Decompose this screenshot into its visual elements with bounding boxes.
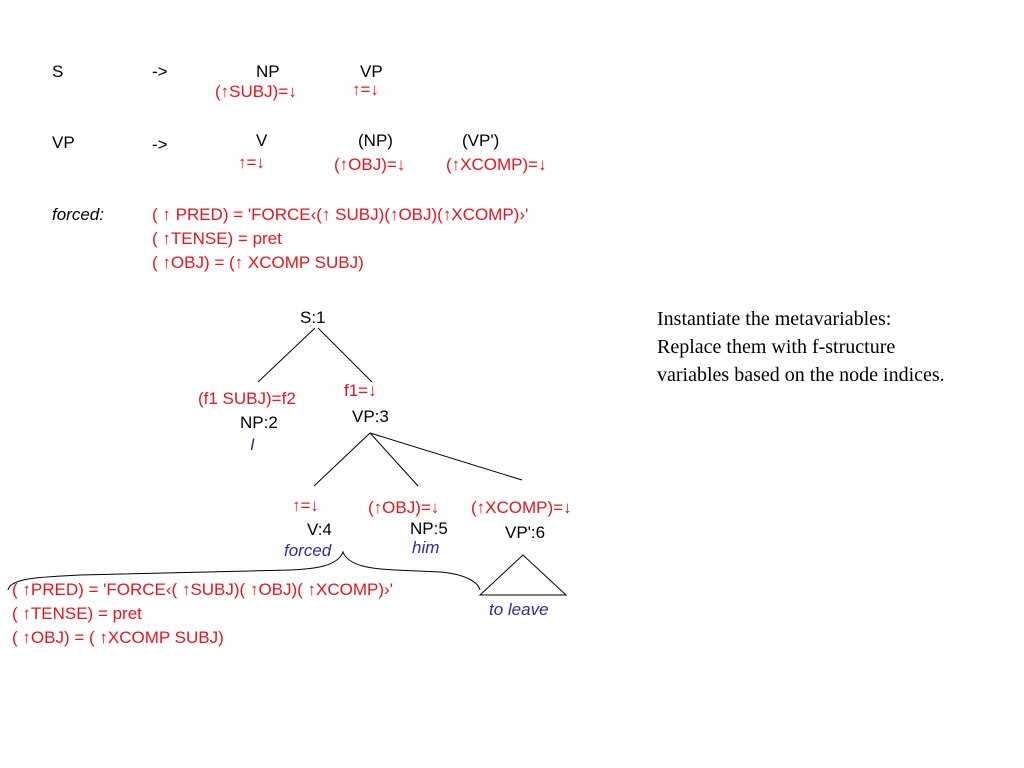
lexicon-brace (7, 550, 481, 591)
branch-s-vp (317, 327, 373, 383)
branch-vp-v (313, 432, 371, 487)
node-xcomp: VP':6 (505, 523, 546, 542)
lexicon-word: forced: (52, 205, 104, 224)
rule1-vp: VP (360, 62, 383, 81)
lexicon-line-pred: ( ↑ PRED) = 'FORCE‹(↑ SUBJ)(↑OBJ)(↑XCOMP… (152, 205, 529, 224)
rule1-np: NP (256, 62, 280, 81)
node-vp: VP:3 (352, 407, 389, 426)
node-vp-annotation: f1=↓ (344, 381, 377, 400)
rule1-arrow: -> (152, 62, 168, 81)
branch-vp-vpprime (369, 432, 523, 481)
rule2-v: V (256, 131, 268, 150)
node-v: V:4 (307, 520, 332, 539)
lexicon-line-tense: ( ↑TENSE) = pret (152, 229, 282, 248)
rule1-vp-annotation: ↑=↓ (352, 80, 379, 99)
rule2-vpprime: (VP') (462, 131, 500, 150)
rule2-np: (NP) (358, 131, 393, 150)
rule1-np-annotation: (↑SUBJ)=↓ (215, 82, 297, 101)
word-him: him (412, 538, 440, 557)
instruction-line-2: Replace them with f-structure (657, 336, 896, 358)
node-s: S:1 (300, 308, 326, 327)
instruction-line-1: Instantiate the metavariables: (657, 308, 892, 330)
vpprime-triangle (478, 554, 568, 596)
node-xcomp-annotation: (↑XCOMP)=↓ (471, 498, 572, 517)
node-np: NP:2 (240, 413, 278, 432)
branch-s-np (257, 327, 316, 383)
bottom-lexicon-pred: ( ↑PRED) = 'FORCE‹( ↑SUBJ)( ↑OBJ)( ↑XCOM… (12, 580, 393, 599)
rule2-np-annotation: (↑OBJ)=↓ (334, 155, 406, 174)
bottom-lexicon-tense: ( ↑TENSE) = pret (12, 604, 142, 623)
rule2-v-annotation: ↑=↓ (238, 153, 265, 172)
rule2-arrow: -> (152, 135, 168, 154)
rule1-lhs: S (52, 62, 64, 81)
word-forced: forced (284, 541, 332, 560)
word-i: I (250, 435, 255, 454)
lexicon-line-obj: ( ↑OBJ) = (↑ XCOMP SUBJ) (152, 253, 364, 272)
node-obj: NP:5 (410, 519, 448, 538)
bottom-lexicon-obj: ( ↑OBJ) = ( ↑XCOMP SUBJ) (12, 628, 224, 647)
node-np-annotation: (f1 SUBJ)=f2 (198, 389, 296, 408)
rule2-lhs: VP (52, 133, 75, 152)
rule2-vpprime-annotation: (↑XCOMP)=↓ (446, 155, 547, 174)
instruction-line-3: variables based on the node indices. (657, 364, 945, 386)
node-obj-annotation: (↑OBJ)=↓ (368, 498, 440, 517)
node-v-annotation: ↑=↓ (292, 496, 319, 515)
words-to-leave: to leave (489, 600, 549, 619)
branch-vp-np (369, 432, 419, 487)
